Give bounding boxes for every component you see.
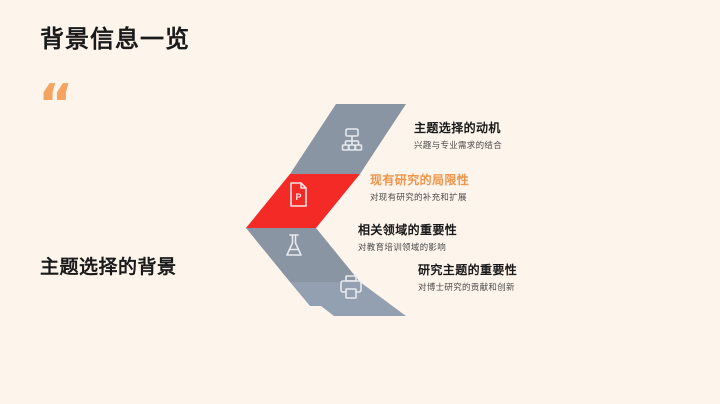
item-subtext: 对教育培训领域的影响 [358, 242, 447, 253]
chevron-band-1[interactable] [290, 104, 406, 174]
list-item[interactable]: 研究主题的重要性 对博士研究的贡献和创新 [418, 262, 708, 294]
item-subtext: 对博士研究的贡献和创新 [418, 282, 515, 293]
flask-icon [286, 234, 302, 256]
ppt-document-icon: P [290, 182, 307, 207]
chevron-band-4[interactable] [290, 275, 406, 316]
list-item[interactable]: 现有研究的局限性 对现有研究的补充和扩展 [370, 172, 660, 204]
page-title: 背景信息一览 [40, 26, 190, 53]
item-heading: 主题选择的动机 [414, 121, 501, 135]
chevron-infographic: P [246, 104, 406, 316]
item-subtext: 兴趣与专业需求的结合 [414, 140, 503, 151]
item-heading: 研究主题的重要性 [418, 263, 518, 277]
chevron-band-2[interactable]: P [246, 174, 360, 228]
svg-text:P: P [295, 192, 301, 202]
item-subtext: 对现有研究的补充和扩展 [370, 192, 467, 203]
item-heading: 相关领域的重要性 [358, 223, 458, 237]
list-item[interactable]: 相关领域的重要性 对教育培训领域的影响 [358, 222, 648, 254]
printer-icon [340, 275, 362, 299]
quotation-mark-icon: “ [38, 73, 74, 136]
item-heading: 现有研究的局限性 [370, 173, 470, 187]
chevron-band-3[interactable] [246, 228, 360, 282]
org-chart-icon [341, 128, 363, 151]
list-item[interactable]: 主题选择的动机 兴趣与专业需求的结合 [414, 120, 704, 152]
slide-subtitle: 主题选择的背景 [40, 257, 177, 278]
